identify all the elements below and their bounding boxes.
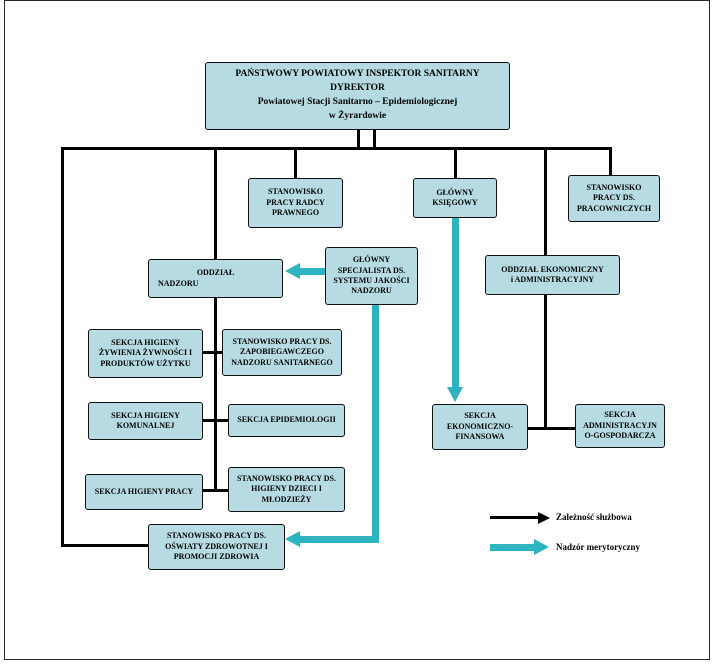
node-sekcja-komunalna: SEKCJA HIGIENY KOMUNALNEJ (88, 402, 203, 440)
node-gospodarcza-line: SEKCJA (604, 410, 636, 420)
node-oswiata-line: PROMOCJI ZDROWIA (173, 552, 260, 562)
node-oswiata-line: STANOWISKO PRACY DS. (167, 531, 266, 541)
node-komunalna-line: SEKCJA HIGIENY (111, 410, 180, 420)
teal-arrow-ksiegowy-down-shaft (452, 218, 459, 388)
node-radca-line: PRAWNEGO (271, 208, 320, 218)
page-border (4, 0, 710, 660)
teal-arrow-to-oswiata-shaft (300, 536, 379, 543)
node-oswiata-zdrowotna: STANOWISKO PRACY DS. OŚWIATY ZDROWOTNEJ … (148, 524, 285, 570)
node-oddzial-ekonomiczny-line: ODDZIAŁ EKONOMICZNY (501, 264, 604, 274)
node-finansowa-line: SEKCJA (464, 411, 496, 421)
node-radca-prawny: STANOWISKO PRACY RADCY PRAWNEGO (248, 178, 343, 228)
node-ksiegowy-line: GŁÓWNY (436, 187, 474, 197)
teal-arrow-to-oswiata-head (285, 531, 300, 547)
node-pracownicze: STANOWISKO PRACY DS. PRACOWNICZYCH (568, 175, 660, 222)
node-gospodarcza-line: ADMINISTRACYJN (583, 420, 657, 430)
legend-teal-arrow-head (534, 539, 549, 555)
connector-to-pracownicze (609, 147, 612, 176)
connector-nadzoru-spine (214, 298, 217, 492)
node-praca-line: SEKCJA HIGIENY PRACY (94, 486, 194, 496)
node-pracownicze-line: PRACY DS. (593, 193, 635, 203)
node-higiena-dzieci: STANOWISKO PRACY DS. HIGIENY DZIECI I MŁ… (228, 467, 345, 512)
connector-main-spine (61, 147, 612, 150)
node-dzieci-line: MŁODZIEŻY (261, 494, 312, 504)
legend-teal-label: Nadzór merytoryczny (556, 542, 641, 552)
node-oddzial-ekonomiczny: ODDZIAŁ EKONOMICZNY i ADMINISTRACYJNY (485, 255, 620, 295)
node-zywienie-line: ŻYWIENIA ŻYWNOŚCI I (98, 348, 193, 358)
node-director-line: DYREKTOR (330, 83, 385, 94)
connector-director-drop-a (357, 130, 360, 150)
node-glowny-ksiegowy: GŁÓWNY KSIĘGOWY (413, 178, 497, 218)
connector-branch-row3 (203, 489, 229, 492)
node-specjalista-line: GŁÓWNY (352, 255, 391, 265)
node-director-line: PAŃSTWOWY POWIATOWY INSPEKTOR SANITARNY (235, 69, 480, 80)
connector-ekonomiczny-spine (544, 295, 547, 430)
node-pracownicze-line: STANOWISKO (586, 182, 642, 192)
node-epidemiologia-line: SEKCJA EPIDEMIOLOGII (237, 415, 336, 425)
node-oddzial-nadzoru-line: ODDZIAŁ (196, 268, 235, 278)
node-director: PAŃSTWOWY POWIATOWY INSPEKTOR SANITARNY … (205, 62, 510, 130)
node-ksiegowy-line: KSIĘGOWY (432, 198, 478, 207)
connector-left-edge (61, 147, 64, 547)
node-sekcja-zywienia: SEKCJA HIGIENY ŻYWIENIA ŻYWNOŚCI I PRODU… (88, 329, 203, 378)
teal-arrow-specjalista-to-nadzoru-head (285, 263, 300, 279)
legend-black-arrow-head (538, 512, 550, 524)
node-komunalna-line: KOMUNALNEJ (116, 421, 175, 430)
connector-to-radca (294, 147, 297, 179)
node-zywienie-line: SEKCJA HIGIENY (111, 337, 180, 347)
connector-branch-row2 (203, 419, 229, 422)
legend-teal-arrow-shaft (490, 544, 534, 551)
node-glowny-specjalista: GŁÓWNY SPECJALISTA DS. SYSTEMU JAKOŚCI N… (325, 247, 418, 305)
node-oddzial-ekonomiczny-line: i ADMINISTRACYJNY (510, 275, 595, 284)
teal-arrow-specjalista-down-shaft (372, 305, 379, 543)
connector-branch-row1 (203, 351, 223, 354)
node-zapobiegawczy-line: STANOWISKO PRACY DS. (232, 336, 332, 346)
node-gospodarcza-line: O-GOSPODARCZA (584, 431, 656, 441)
node-dzieci-line: HIGIENY DZIECI I (251, 484, 322, 494)
node-specjalista-line: SYSTEMU JAKOŚCI (333, 276, 410, 285)
node-dzieci-line: STANOWISKO PRACY DS. (237, 473, 336, 483)
connector-to-ksiegowy (454, 147, 457, 179)
node-oswiata-line: OŚWIATY ZDROWOTNEJ I (165, 541, 268, 551)
connector-to-oddzial-nadzoru (214, 147, 217, 260)
node-radca-line: STANOWISKO (268, 187, 323, 197)
legend-black-label: Zależność służbowa (556, 512, 632, 522)
teal-arrow-ksiegowy-down-head (447, 387, 463, 402)
teal-arrow-specjalista-to-nadzoru-shaft (300, 268, 326, 275)
node-zapobiegawczy-line: ZAPOBIEGAWCZEGO (239, 347, 324, 357)
node-sekcja-gospodarcza: SEKCJA ADMINISTRACYJN O-GOSPODARCZA (575, 404, 665, 448)
node-director-line: Powiatowej Stacji Sanitarno – Epidemiolo… (257, 97, 458, 107)
connector-to-oddzial-ekonomiczny (544, 147, 547, 256)
node-specjalista-line: SPECJALISTA DS. (337, 265, 406, 275)
node-finansowa-line: FINANSOWA (455, 432, 505, 442)
node-oddzial-nadzoru: ODDZIAŁ NADZORU (148, 259, 283, 298)
node-finansowa-line: EKONOMICZNO- (446, 421, 514, 431)
node-oddzial-nadzoru-line: NADZORU (158, 278, 199, 288)
connector-ekonomiczny-branch (528, 427, 576, 430)
node-zapobiegawczy-line: NADZORU SANITARNEGO (231, 357, 333, 367)
node-sekcja-epidemiologii: SEKCJA EPIDEMIOLOGII (228, 404, 345, 437)
node-specjalista-line: NADZORU (351, 286, 392, 296)
legend-black-arrow-shaft (490, 516, 538, 519)
node-zapobiegawczy-nadzor: STANOWISKO PRACY DS. ZAPOBIEGAWCZEGO NAD… (222, 329, 342, 376)
node-director-line: w Żyrardowie (328, 110, 387, 121)
node-sekcja-higieny-pracy: SEKCJA HIGIENY PRACY (85, 474, 203, 510)
connector-to-oswiata (61, 544, 149, 547)
node-radca-line: PRACY RADCY (266, 197, 325, 207)
node-pracownicze-line: PRACOWNICZYCH (576, 203, 652, 213)
node-sekcja-finansowa: SEKCJA EKONOMICZNO- FINANSOWA (432, 404, 528, 450)
connector-director-drop-b (373, 130, 376, 150)
node-zywienie-line: PRODUKTÓW UŻYTKU (100, 358, 191, 368)
